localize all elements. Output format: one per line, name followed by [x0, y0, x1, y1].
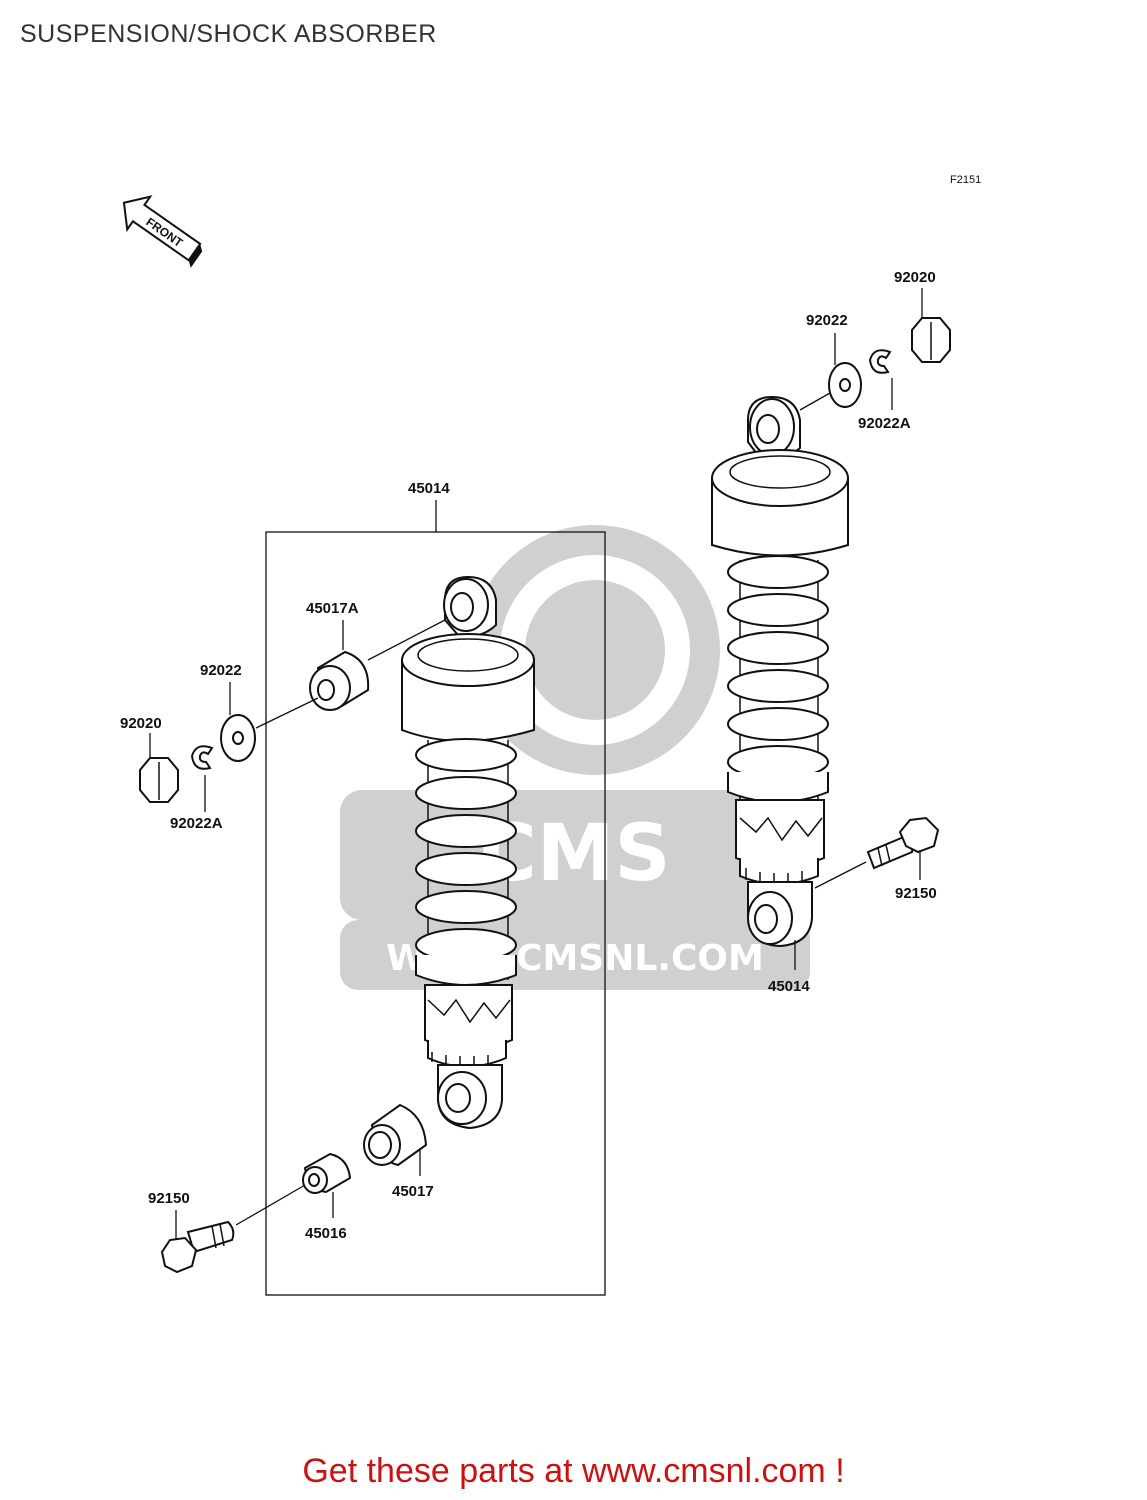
callout-92022a-left: 92022A [170, 815, 223, 832]
callout-92020-left: 92020 [120, 715, 162, 732]
callout-92022-right: 92022 [806, 312, 848, 329]
nut-left [139, 757, 179, 803]
figure-code: F2151 [950, 174, 981, 186]
bolt-left [160, 1220, 235, 1274]
washer-right [828, 362, 862, 408]
callout-92150-left: 92150 [148, 1190, 190, 1207]
callout-45017a: 45017A [306, 600, 359, 617]
callout-45014-main: 45014 [408, 480, 450, 497]
clip-left [190, 745, 214, 770]
callout-45014-right: 45014 [768, 978, 810, 995]
washer-left [220, 714, 256, 762]
bushing-lower [363, 1103, 428, 1167]
callout-92020-right: 92020 [894, 269, 936, 286]
callout-92022a-right: 92022A [858, 415, 911, 432]
bolt-right [866, 816, 940, 870]
shock-absorber-left [401, 575, 535, 1130]
nut-right [911, 317, 951, 363]
callout-92022-left: 92022 [200, 662, 242, 679]
shock-absorber-right [711, 395, 849, 948]
callout-92150-right: 92150 [895, 885, 937, 902]
bushing-upper [309, 650, 370, 711]
front-arrow-icon: FRONT [122, 195, 203, 268]
clip-right [868, 349, 892, 374]
footer-promo-link[interactable]: Get these parts at www.cmsnl.com ! [302, 1452, 845, 1490]
callout-45017: 45017 [392, 1183, 434, 1200]
collar [302, 1152, 352, 1194]
page-title: SUSPENSION/SHOCK ABSORBER [20, 20, 437, 48]
callout-45016: 45016 [305, 1225, 347, 1242]
